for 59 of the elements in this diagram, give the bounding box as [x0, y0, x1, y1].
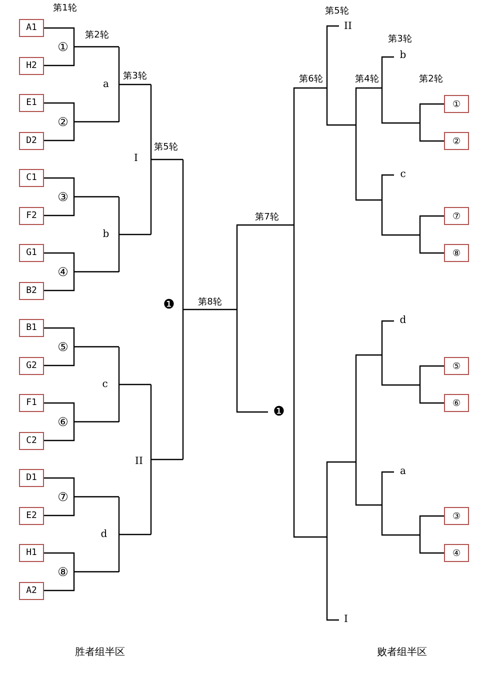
team-box: G1: [19, 244, 44, 262]
team-box: A1: [19, 19, 44, 37]
bracket-label: II: [344, 22, 352, 32]
team-box: C2: [19, 432, 44, 450]
match-number: ②: [58, 116, 68, 128]
bracket-label: c: [102, 380, 108, 390]
match-box: ④: [444, 544, 469, 562]
bracket-label: b: [400, 51, 406, 61]
round-label: 第7轮: [255, 214, 279, 222]
round-label: 第3轮: [388, 36, 412, 44]
team-box: F2: [19, 206, 44, 224]
match-box: ⑥: [444, 394, 469, 412]
team-box: E1: [19, 94, 44, 112]
round-label: 第5轮: [154, 144, 178, 152]
team-box: F1: [19, 394, 44, 412]
match-box: ③: [444, 507, 469, 525]
match-number: ④: [58, 266, 68, 278]
team-box: B1: [19, 319, 44, 337]
team-box: A2: [19, 582, 44, 600]
team-box: G2: [19, 356, 44, 374]
section-label: 胜者组半区: [75, 648, 125, 658]
final-marker: ❶: [273, 406, 285, 418]
round-label: 第3轮: [123, 72, 147, 82]
match-box: ⑦: [444, 207, 469, 225]
team-box: D2: [19, 132, 44, 150]
bracket-label: a: [103, 80, 109, 90]
match-number: ⑥: [58, 416, 68, 428]
final-marker: ❶: [163, 298, 175, 312]
section-label: 败者组半区: [377, 648, 427, 658]
round-label: 第8轮: [198, 298, 222, 308]
team-box: H2: [19, 56, 44, 74]
team-box: D1: [19, 469, 44, 487]
match-box: ①: [444, 95, 469, 113]
bracket-label: d: [400, 316, 406, 326]
bracket-label: d: [100, 530, 108, 540]
match-box: ⑧: [444, 244, 469, 262]
match-number: ③: [58, 191, 68, 203]
bracket-label: II: [135, 457, 143, 467]
match-number: ①: [58, 41, 68, 53]
team-box: B2: [19, 282, 44, 300]
round-label: 第5轮: [325, 8, 349, 16]
match-number: ⑦: [58, 491, 68, 503]
round-label: 第2轮: [85, 32, 109, 40]
bracket-label: b: [102, 230, 110, 240]
team-box: E2: [19, 506, 44, 524]
round-label: 第1轮: [53, 4, 77, 14]
bracket-label: I: [134, 154, 138, 164]
team-box: C1: [19, 169, 44, 187]
round-label: 第6轮: [299, 76, 323, 84]
match-number: ⑧: [58, 566, 68, 578]
match-box: ②: [444, 132, 469, 150]
match-number: ⑤: [58, 341, 68, 353]
round-label: 第2轮: [419, 76, 443, 84]
bracket-label: c: [400, 170, 406, 180]
bracket-label: a: [400, 467, 406, 477]
round-label: 第4轮: [355, 76, 379, 84]
team-box: H1: [19, 544, 44, 562]
match-box: ⑤: [444, 357, 469, 375]
bracket-label: I: [344, 615, 348, 625]
